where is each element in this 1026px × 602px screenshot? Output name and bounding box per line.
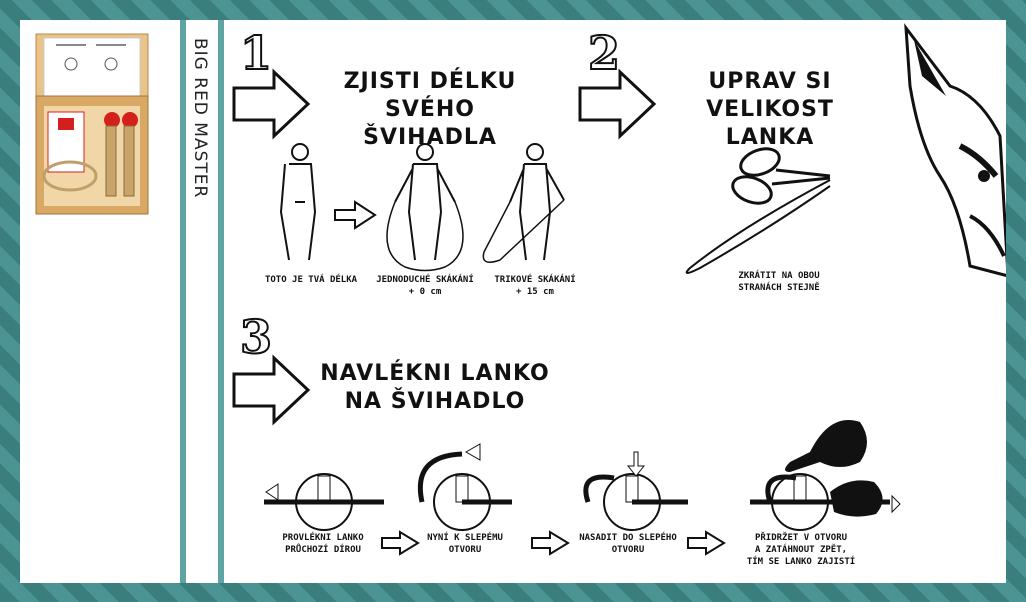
figure-length-icon xyxy=(279,143,317,261)
step-3-number: 3 xyxy=(239,309,273,365)
arrow-right-icon xyxy=(531,530,570,556)
handle-diagram-3 xyxy=(583,451,688,531)
arrow-right-icon xyxy=(687,530,726,556)
step-3-caption-4: PŘIDRŽET V OTVORU A ZATÁHNOUT ZPĚT, TÍM … xyxy=(736,532,866,568)
caption-line: OTVORU xyxy=(448,545,482,555)
figure-simple-jump-icon xyxy=(386,143,464,272)
caption-line: PROVLÉKNI LANKO xyxy=(282,533,364,543)
figure-trick-jump-icon xyxy=(482,143,565,263)
caption-line: JEDNODUCHÉ SKÁKÁNÍ xyxy=(376,275,474,285)
caption-line: A ZATÁHNOUT ZPĚT, xyxy=(754,545,848,555)
step-3-title: NAVLÉKNI LANKO NA ŠVIHADLO xyxy=(320,360,550,416)
caption-line: NYNÍ K SLEPÉMU xyxy=(427,533,503,543)
step-1-title-line1: ZJISTI DÉLKU xyxy=(343,69,517,94)
caption-line: OTVORU xyxy=(611,545,645,555)
step-1-number: 1 xyxy=(239,25,273,81)
caption-line: PŘIDRŽET V OTVORU xyxy=(754,533,848,543)
arrow-right-icon xyxy=(578,68,657,140)
product-box-image xyxy=(34,26,152,215)
handle-diagram-2 xyxy=(417,443,512,531)
step-3-title-line2: NA ŠVIHADLO xyxy=(344,389,526,414)
caption-line: + 0 cm xyxy=(408,287,442,297)
step-3-caption-3: NASADIT DO SLEPÉHO OTVORU xyxy=(568,532,688,556)
caption-line: + 15 cm xyxy=(516,287,554,297)
step-2-title-line1: UPRAV SI xyxy=(708,69,832,94)
caption-line: PRŮCHOZÍ DÍROU xyxy=(285,545,361,555)
hand-icon xyxy=(750,420,901,531)
step-2-number: 2 xyxy=(587,25,621,81)
left-divider xyxy=(180,20,186,583)
step-1-title: ZJISTI DÉLKU SVÉHO ŠVIHADLA xyxy=(320,68,540,152)
arrow-right-icon xyxy=(334,200,377,230)
handle-diagram-1 xyxy=(264,473,384,531)
step-1-caption-2: JEDNODUCHÉ SKÁKÁNÍ + 0 cm xyxy=(370,274,480,298)
step-1-title-line2: SVÉHO ŠVIHADLA xyxy=(363,97,497,150)
caption-line: NASADIT DO SLEPÉHO xyxy=(579,533,677,543)
step-2-title: UPRAV SI VELIKOST LANKA xyxy=(660,68,880,152)
product-box-illustration xyxy=(35,33,149,215)
caption-line: ZKRÁTIT NA OBOU xyxy=(738,271,820,281)
step-3-caption-1: PROVLÉKNI LANKO PRŮCHOZÍ DÍROU xyxy=(268,532,378,556)
step-3-caption-2: NYNÍ K SLEPÉMU OTVORU xyxy=(410,532,520,556)
arrow-right-icon xyxy=(232,354,311,426)
arrow-right-icon xyxy=(232,68,311,140)
scissors-icon xyxy=(685,147,831,274)
step-2-caption: ZKRÁTIT NA OBOU STRANÁCH STEJNĚ xyxy=(724,270,834,294)
step-1-caption-3: TRIKOVÉ SKÁKÁNÍ + 15 cm xyxy=(480,274,590,298)
caption-line: TRIKOVÉ SKÁKÁNÍ xyxy=(494,275,576,285)
brand-vertical-text: BIG RED MASTER xyxy=(190,38,210,199)
step-3-title-line1: NAVLÉKNI LANKO xyxy=(320,361,550,386)
right-divider xyxy=(218,20,224,583)
caption-line: TÍM SE LANKO ZAJISTÍ xyxy=(746,557,856,567)
arrow-right-icon xyxy=(381,530,420,556)
step-2-title-line2: VELIKOST LANKA xyxy=(706,97,834,150)
step-1-caption-1: TOTO JE TVÁ DÉLKA xyxy=(256,274,366,286)
kangaroo-icon xyxy=(904,23,1006,278)
caption-line: STRANÁCH STEJNĚ xyxy=(738,283,820,293)
instruction-panel: BIG RED MASTER 1 ZJISTI DÉLKU SVÉHO ŠVIH… xyxy=(20,20,1006,583)
caption-line: TOTO JE TVÁ DÉLKA xyxy=(264,275,358,285)
